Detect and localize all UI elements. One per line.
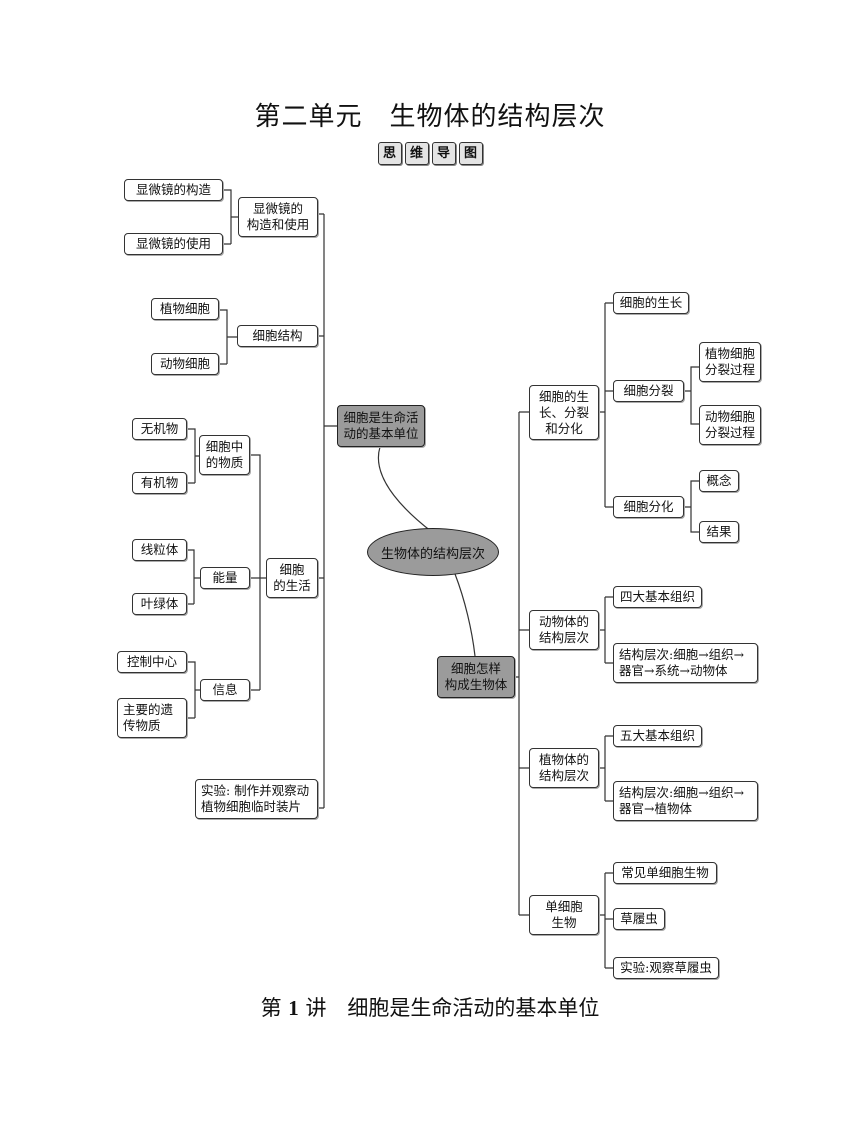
badge-char: 图 <box>458 142 483 165</box>
node-five-tissues: 五大基本组织 <box>613 725 702 747</box>
node-plant-division: 植物细胞 分裂过程 <box>699 342 761 382</box>
node-single-celled: 单细胞 生物 <box>529 895 599 935</box>
node-cell-substances: 细胞中 的物质 <box>199 435 250 475</box>
lecture-subtitle: 第 1 讲 细胞是生命活动的基本单位 <box>0 992 860 1022</box>
badge-char: 思 <box>377 142 402 165</box>
node-animal-hierarchy: 结构层次:细胞→组织→ 器官→系统→动物体 <box>613 643 758 683</box>
node-experiment-slides: 实验: 制作并观察动 植物细胞临时装片 <box>195 779 318 819</box>
node-plant-levels: 植物体的 结构层次 <box>529 748 599 788</box>
node-common-single-celled: 常见单细胞生物 <box>613 862 717 884</box>
node-control-center: 控制中心 <box>117 651 187 673</box>
node-paramecium-experiment: 实验:观察草履虫 <box>613 957 719 979</box>
node-chloroplast: 叶绿体 <box>132 593 187 615</box>
connector-root-right <box>454 573 476 657</box>
node-concept: 概念 <box>699 470 739 492</box>
node-plant-hierarchy: 结构层次:细胞→组织→ 器官→植物体 <box>613 781 758 821</box>
node-mitochondria: 线粒体 <box>132 539 187 561</box>
right-hub-node: 细胞怎样 构成生物体 <box>437 656 515 698</box>
node-microscope: 显微镜的 构造和使用 <box>238 197 318 237</box>
node-inorganic: 无机物 <box>132 418 187 440</box>
node-paramecium: 草履虫 <box>613 908 665 930</box>
subtitle-prefix: 第 <box>260 996 282 1020</box>
node-genetic-material: 主要的遗 传物质 <box>117 698 187 738</box>
node-cell-life: 细胞 的生活 <box>266 558 318 598</box>
node-cell-structure: 细胞结构 <box>237 325 318 347</box>
node-plant-cell: 植物细胞 <box>151 298 219 320</box>
mind-map-badge: 思 维 导 图 <box>0 142 860 165</box>
node-animal-division: 动物细胞 分裂过程 <box>699 405 761 445</box>
subtitle-text: 讲 细胞是生命活动的基本单位 <box>305 996 600 1020</box>
page-title: 第二单元 生物体的结构层次 <box>254 102 606 132</box>
badge-char: 维 <box>404 142 429 165</box>
subtitle-number: 1 <box>288 996 299 1020</box>
node-animal-levels: 动物体的 结构层次 <box>529 610 599 650</box>
node-microscope-usage: 显微镜的使用 <box>124 233 223 255</box>
node-result: 结果 <box>699 521 739 543</box>
root-node: 生物体的结构层次 <box>367 528 499 576</box>
left-hub-node: 细胞是生命活 动的基本单位 <box>337 405 425 447</box>
connector-root-left <box>377 446 433 533</box>
node-energy: 能量 <box>200 567 250 589</box>
node-cell-differentiation: 细胞分化 <box>613 496 684 518</box>
node-microscope-structure: 显微镜的构造 <box>124 179 223 201</box>
node-animal-cell: 动物细胞 <box>151 353 219 375</box>
badge-char: 导 <box>431 142 456 165</box>
node-information: 信息 <box>200 679 250 701</box>
node-cell-growth: 细胞的生长 <box>613 292 689 314</box>
node-organic: 有机物 <box>132 472 187 494</box>
node-four-tissues: 四大基本组织 <box>613 586 702 608</box>
node-cell-division: 细胞分裂 <box>613 380 684 402</box>
node-cell-growth-division: 细胞的生 长、分裂 和分化 <box>529 385 599 440</box>
